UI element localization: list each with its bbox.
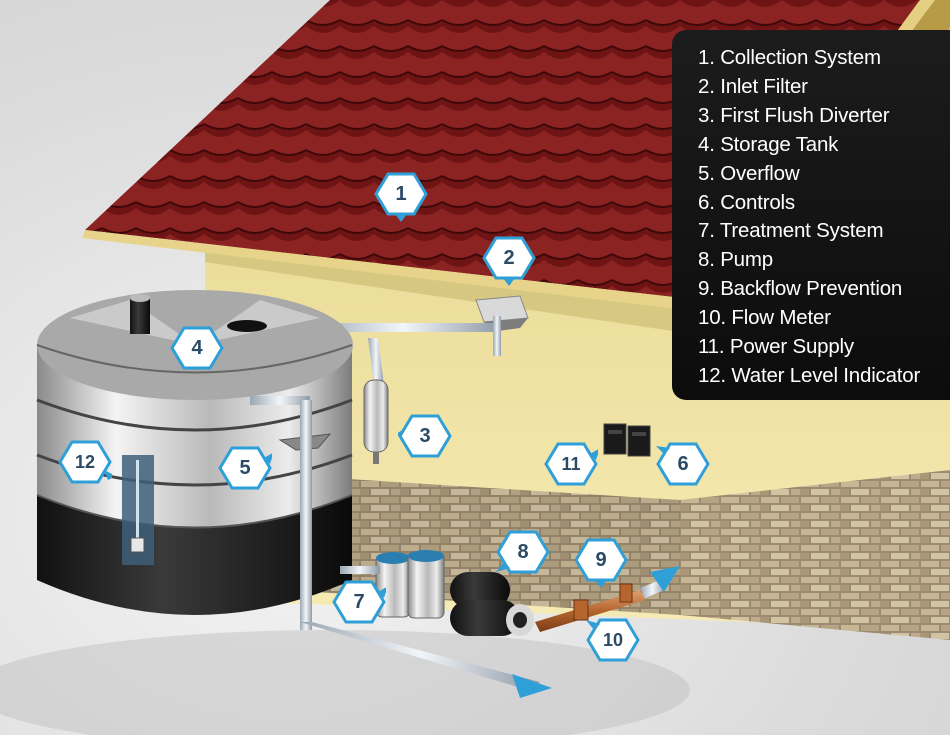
legend-item-water-level-indicator: 12. Water Level Indicator	[698, 363, 921, 387]
legend-panel: 1. Collection System 2. Inlet Filter 3. …	[672, 30, 950, 400]
marker-number: 9	[595, 549, 607, 571]
marker-number: 3	[419, 425, 431, 447]
legend-item-first-flush-diverter: 3. First Flush Diverter	[698, 103, 890, 127]
marker-number: 4	[191, 337, 203, 359]
legend-item-flow-meter: 10. Flow Meter	[698, 306, 831, 330]
legend-item-overflow: 5. Overflow	[698, 161, 800, 185]
legend-item-controls: 6. Controls	[698, 190, 795, 214]
marker-pump: 8	[496, 530, 550, 580]
legend-item-power-supply: 11. Power Supply	[698, 335, 854, 359]
legend-item-treatment-system: 7. Treatment System	[698, 219, 884, 243]
marker-number: 10	[602, 630, 624, 650]
marker-number: 8	[517, 541, 529, 563]
marker-storage-tank: 4	[170, 326, 224, 376]
marker-number: 7	[353, 591, 365, 613]
marker-inlet-filter: 2	[482, 236, 536, 286]
marker-controls: 6	[656, 442, 710, 492]
marker-number: 6	[677, 453, 689, 475]
marker-backflow-prevention: 9	[574, 538, 628, 588]
legend-item-inlet-filter: 2. Inlet Filter	[698, 74, 808, 98]
legend-item-collection-system: 1. Collection System	[698, 46, 881, 69]
marker-overflow: 5	[218, 446, 272, 496]
legend-item-storage-tank: 4. Storage Tank	[698, 132, 839, 156]
marker-number: 12	[74, 452, 96, 472]
marker-flow-meter: 10	[586, 618, 640, 668]
marker-water-level-indicator: 12	[58, 440, 112, 490]
marker-number: 2	[503, 247, 515, 269]
marker-number: 11	[561, 454, 581, 474]
legend-item-pump: 8. Pump	[698, 248, 773, 272]
marker-collection-system: 1	[374, 172, 428, 222]
legend-list: 1. Collection System 2. Inlet Filter 3. …	[672, 30, 950, 391]
marker-power-supply: 11	[544, 442, 598, 492]
marker-treatment-system: 7	[332, 580, 386, 630]
marker-first-flush-diverter: 3	[398, 414, 452, 464]
marker-number: 1	[395, 183, 407, 205]
marker-number: 5	[239, 457, 251, 479]
legend-item-backflow-prevention: 9. Backflow Prevention	[698, 277, 903, 301]
